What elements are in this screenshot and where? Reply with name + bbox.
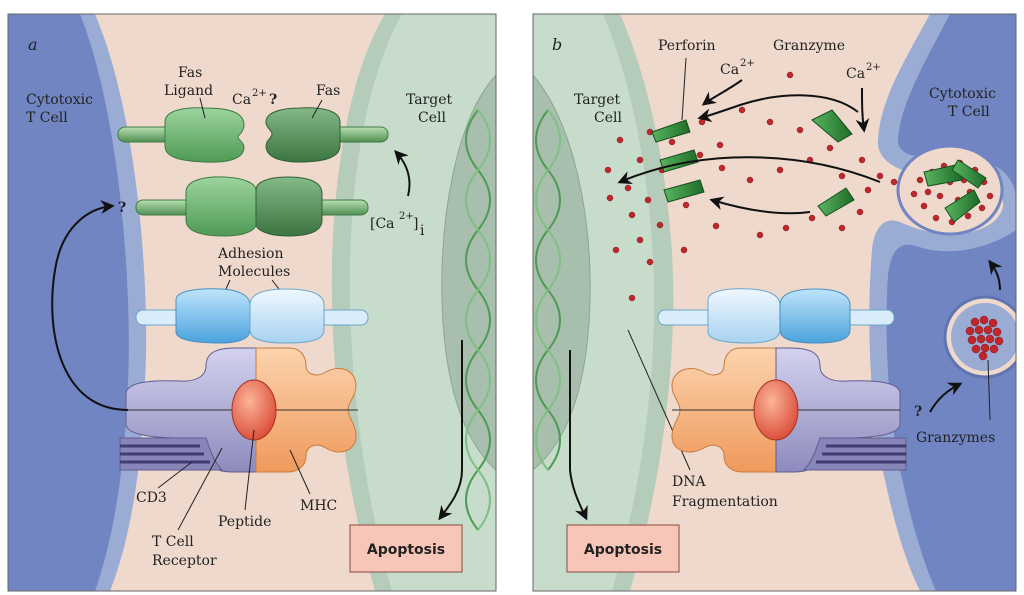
svg-text:Ca: Ca — [232, 92, 251, 108]
svg-text:[Ca: [Ca — [370, 216, 395, 232]
svg-text:i: i — [420, 223, 425, 239]
cytotoxic-t-cell-label-a-1: Cytotoxic — [26, 92, 93, 108]
adhesion-label-1: Adhesion — [217, 246, 283, 262]
apoptosis-label-a: Apoptosis — [367, 542, 445, 558]
fas-ligand-label-2: Ligand — [164, 83, 213, 99]
svg-text:2+: 2+ — [740, 58, 755, 69]
tcr-label-2: Receptor — [152, 553, 217, 569]
peptide-label: Peptide — [218, 514, 271, 530]
tcr-label-1: T Cell — [152, 534, 194, 550]
dna-fragmentation-label-1: DNA — [672, 474, 706, 490]
target-cell-label-a-1: Target — [406, 92, 453, 108]
question-mark-b: ? — [914, 404, 922, 420]
cytotoxic-t-cell-label-b-2: T Cell — [948, 104, 990, 120]
panel-a-letter: a — [28, 35, 38, 54]
target-cell-label-b-2: Cell — [594, 110, 622, 126]
fas-ligand-label-1: Fas — [178, 65, 202, 81]
cd3-label: CD3 — [136, 490, 167, 506]
intracellular-ca-label: [Ca 2+ ] i — [370, 211, 425, 239]
svg-text:2+: 2+ — [252, 88, 267, 99]
svg-text:?: ? — [269, 92, 277, 108]
cytotoxic-t-cell-label-a-2: T Cell — [26, 110, 68, 126]
cytotoxic-t-cell-label-b-1: Cytotoxic — [929, 86, 996, 102]
question-mark-left: ? — [118, 200, 126, 216]
apoptosis-label-b: Apoptosis — [584, 542, 662, 558]
adhesion-molecules-a — [135, 288, 369, 344]
target-cell-label-a-2: Cell — [418, 110, 446, 126]
ca-label-b-right: Ca 2+ — [846, 62, 881, 82]
granzyme-label: Granzyme — [773, 38, 845, 54]
adhesion-label-2: Molecules — [218, 264, 290, 280]
question-arrow-b — [929, 382, 963, 413]
granzyme-cluster — [965, 315, 1004, 361]
svg-text:Ca: Ca — [720, 62, 739, 78]
mhc-label: MHC — [300, 498, 337, 514]
dna-helix-b — [535, 109, 561, 471]
ca-influx-arrow-a — [394, 149, 411, 197]
perforin-label: Perforin — [658, 38, 716, 54]
svg-text:]: ] — [413, 216, 418, 232]
granzymes-label: Granzymes — [916, 430, 995, 446]
apoptosis-arrow-a — [438, 340, 463, 521]
panel-a — [8, 14, 496, 591]
svg-text:Ca: Ca — [846, 66, 865, 82]
ca-label-a: Ca 2+ ? — [232, 88, 277, 108]
fas-receptor-separated — [265, 107, 389, 163]
perforin-pores — [651, 119, 705, 203]
perforin-in-granule — [923, 159, 987, 223]
panel-b-letter: b — [552, 35, 562, 54]
apoptosis-box-a — [349, 524, 463, 573]
panel-a-frame — [7, 13, 497, 592]
tcr-mhc-complex-a — [119, 347, 358, 473]
dna-helix-a — [465, 109, 491, 531]
fas-ligand-separated — [117, 107, 245, 163]
svg-text:2+: 2+ — [399, 211, 414, 222]
ca-arrow-b — [855, 87, 870, 133]
granzyme-arrow-bottom — [709, 196, 811, 215]
target-cell-label-b-1: Target — [574, 92, 621, 108]
panel-b-frame — [532, 13, 1017, 592]
cytotoxic-t-cell-body-a — [8, 14, 129, 591]
svg-text:2+: 2+ — [866, 62, 881, 73]
adhesion-molecules-b — [657, 288, 895, 344]
signal-feedback-arrow-a — [51, 200, 129, 411]
apoptosis-arrow-b — [569, 350, 588, 521]
fas-complex-bound — [135, 176, 369, 237]
granule-move-arrow — [988, 259, 1003, 291]
granzyme-arrow-middle — [617, 156, 881, 185]
apoptosis-box-b — [566, 524, 680, 573]
perforin-free — [811, 109, 855, 217]
dna-fragmentation-label-2: Fragmentation — [672, 494, 778, 510]
granzyme-arrow-top — [697, 94, 859, 123]
fas-label: Fas — [316, 83, 340, 99]
ca-label-b-left: Ca 2+ — [720, 58, 755, 78]
tcr-mhc-complex-b — [671, 347, 907, 473]
